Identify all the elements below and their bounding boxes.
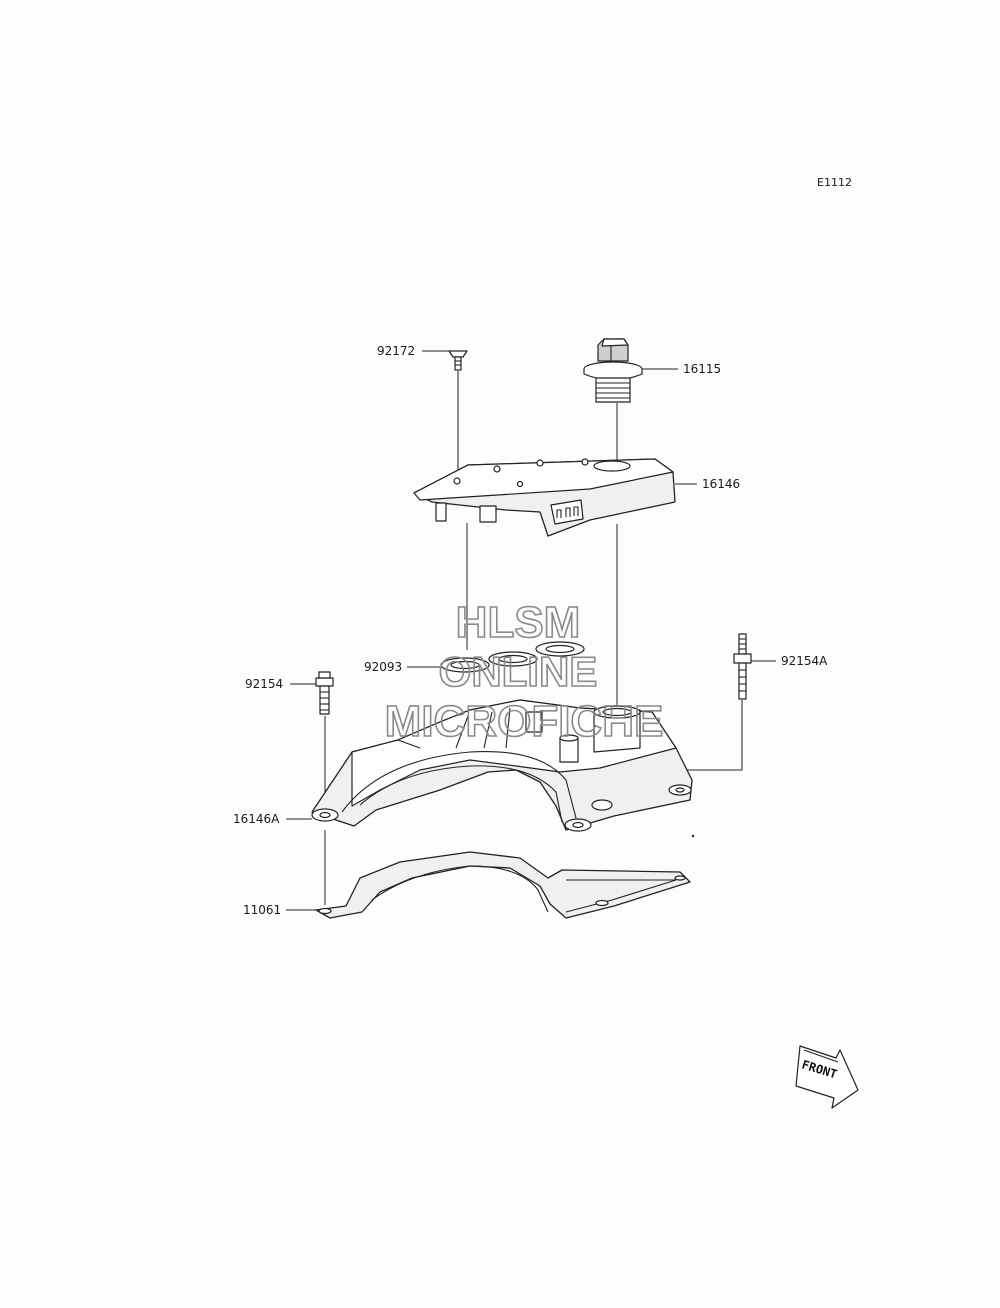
part-label-11061[interactable]: 11061 [243, 903, 281, 917]
watermark-line-2: ONLINE [439, 648, 598, 695]
seal-92093[interactable] [440, 641, 585, 673]
valve-cover-16146A[interactable] [311, 699, 693, 832]
front-arrow: FRONT [795, 1045, 859, 1109]
part-label-92154A[interactable]: 92154A [781, 654, 828, 668]
part-label-16146A[interactable]: 16146A [233, 812, 280, 826]
dot-marker [691, 834, 695, 838]
watermark-line-3: MICROFICHE [385, 697, 664, 746]
screw-92172[interactable] [448, 350, 468, 371]
watermark-line-1: HLSM [456, 598, 581, 647]
part-label-92172[interactable]: 92172 [377, 344, 415, 358]
guide-92154A [662, 700, 743, 771]
diagram-id: E1112 [817, 176, 852, 189]
part-label-16146[interactable]: 16146 [702, 477, 740, 491]
part-label-16115[interactable]: 16115 [683, 362, 721, 376]
bolt-92154[interactable] [315, 671, 334, 715]
watermark: HLSM ONLINE MICROFICHE [384, 597, 664, 747]
oil-filler-cap-16115[interactable] [583, 338, 643, 403]
cover-plate-16146[interactable] [413, 458, 676, 537]
stud-bolt-92154A[interactable] [733, 633, 752, 700]
gasket-11061[interactable] [315, 851, 691, 919]
part-label-92154[interactable]: 92154 [245, 677, 283, 691]
part-label-92093[interactable]: 92093 [364, 660, 402, 674]
